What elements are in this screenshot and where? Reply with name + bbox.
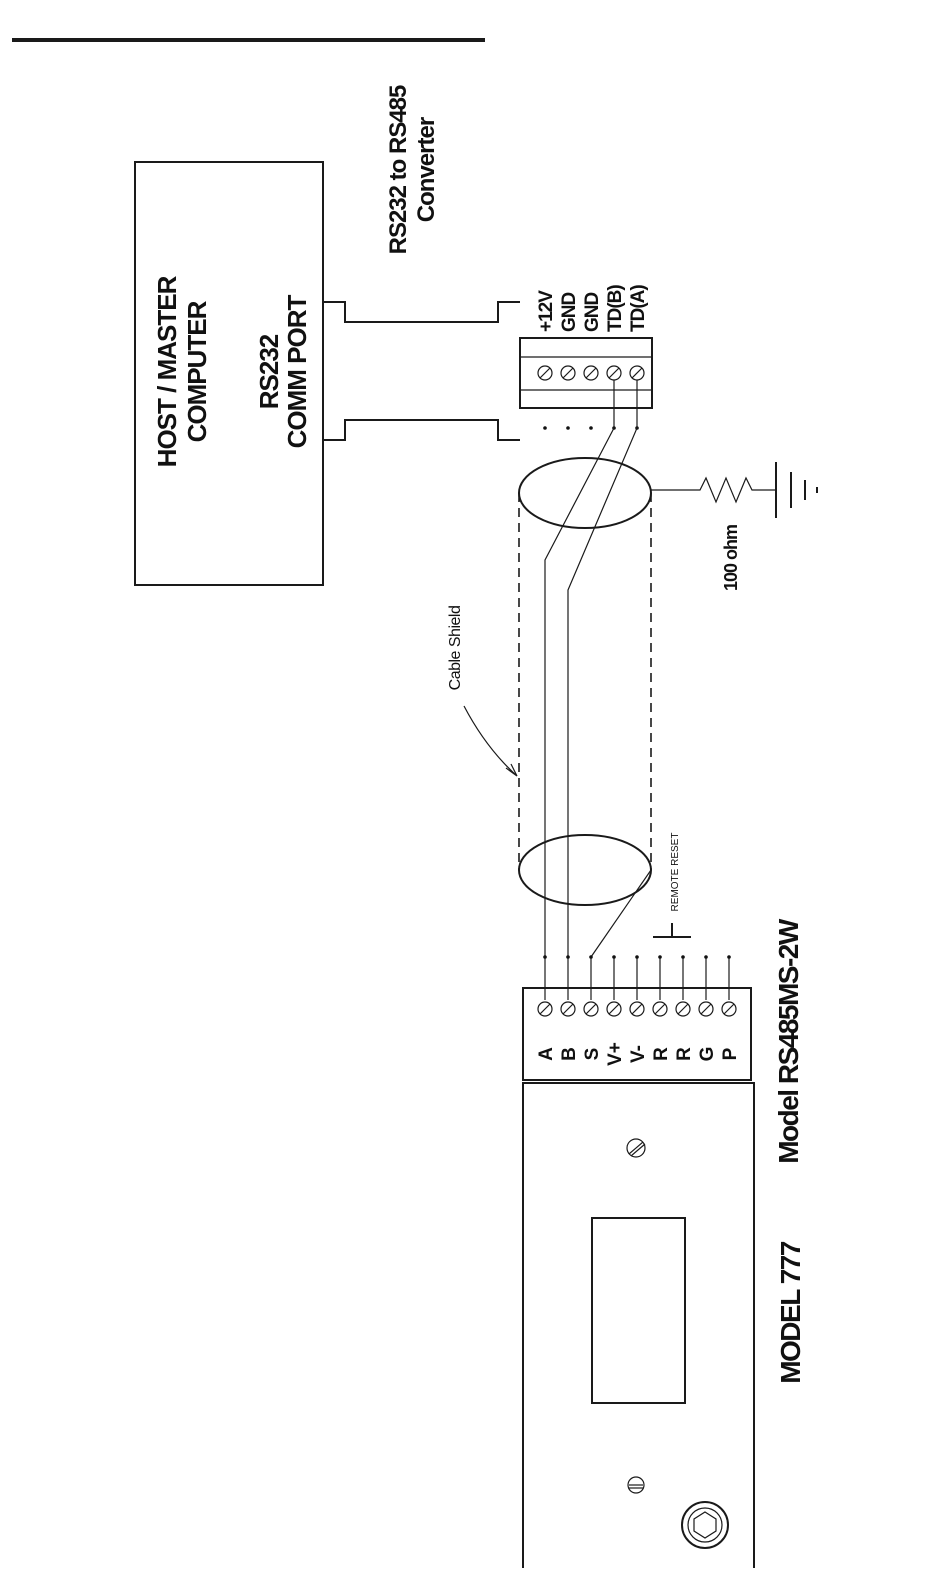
twisted-pair-wires (545, 428, 651, 957)
device-screw-bottom (628, 1477, 644, 1493)
rs232-cable (323, 302, 520, 440)
module-screw-g (699, 1002, 713, 1016)
module-screw-vminus (630, 1002, 644, 1016)
module-screw-p (722, 1002, 736, 1016)
device-screw-top (627, 1139, 645, 1157)
module-pin-stubs (543, 955, 731, 1000)
converter-pin-dots (543, 380, 639, 430)
host-port-line1: RS232 (254, 334, 284, 409)
device-button (682, 1502, 728, 1548)
host-port-line2: COMM PORT (282, 295, 312, 449)
remote-reset-switch (653, 923, 691, 937)
module-terminal-vminus: V- (628, 1045, 649, 1063)
module-screw-r1 (653, 1002, 667, 1016)
module-screws (538, 1002, 736, 1016)
device-label: MODEL 777 (775, 1241, 806, 1384)
module-terminal-r1: R (651, 1047, 672, 1061)
converter-terminal-tda: TD(A) (628, 285, 649, 332)
device-display (592, 1218, 685, 1403)
cable-shield-pointer (464, 706, 517, 776)
cable-shield-label: Cable Shield (447, 606, 464, 691)
module-screw-s (584, 1002, 598, 1016)
module-screw-vplus (607, 1002, 621, 1016)
module-screw-r2 (676, 1002, 690, 1016)
converter-terminal-gnd-1: GND (559, 293, 580, 333)
module-screw-a (538, 1002, 552, 1016)
resistor-label: 100 ohm (721, 525, 741, 591)
converter-terminal-tdb: TD(B) (605, 285, 626, 332)
module-terminal-r2: R (674, 1047, 695, 1061)
module-terminal-g: G (697, 1047, 718, 1062)
module-screw-b (561, 1002, 575, 1016)
module-terminal-p: P (720, 1047, 741, 1060)
module-label: Model RS485MS-2W (773, 918, 804, 1164)
converter-screw-3 (584, 366, 598, 380)
module-terminal-s: S (582, 1048, 603, 1061)
host-title-line1: HOST / MASTER (152, 275, 182, 467)
converter-label-line1: RS232 to RS485 (385, 85, 412, 254)
host-title-line2: COMPUTER (182, 300, 212, 442)
model-777-device (523, 1083, 754, 1568)
converter-screw-4 (607, 366, 621, 380)
module-terminal-vplus: V+ (605, 1042, 626, 1066)
remote-reset-label: REMOTE RESET (670, 833, 681, 912)
converter-terminal-gnd-2: GND (582, 293, 603, 333)
cable-shield (519, 458, 651, 905)
converter-terminal-plus12v: +12V (536, 290, 557, 332)
converter-screw-5 (630, 366, 644, 380)
converter-terminal-block (520, 338, 652, 408)
module-terminal-a: A (536, 1047, 557, 1061)
resistor-100-ohm (651, 462, 817, 518)
converter-label-line2: Converter (413, 117, 440, 222)
module-terminal-b: B (559, 1047, 580, 1061)
converter-screw-2 (561, 366, 575, 380)
converter-screw-1 (538, 366, 552, 380)
